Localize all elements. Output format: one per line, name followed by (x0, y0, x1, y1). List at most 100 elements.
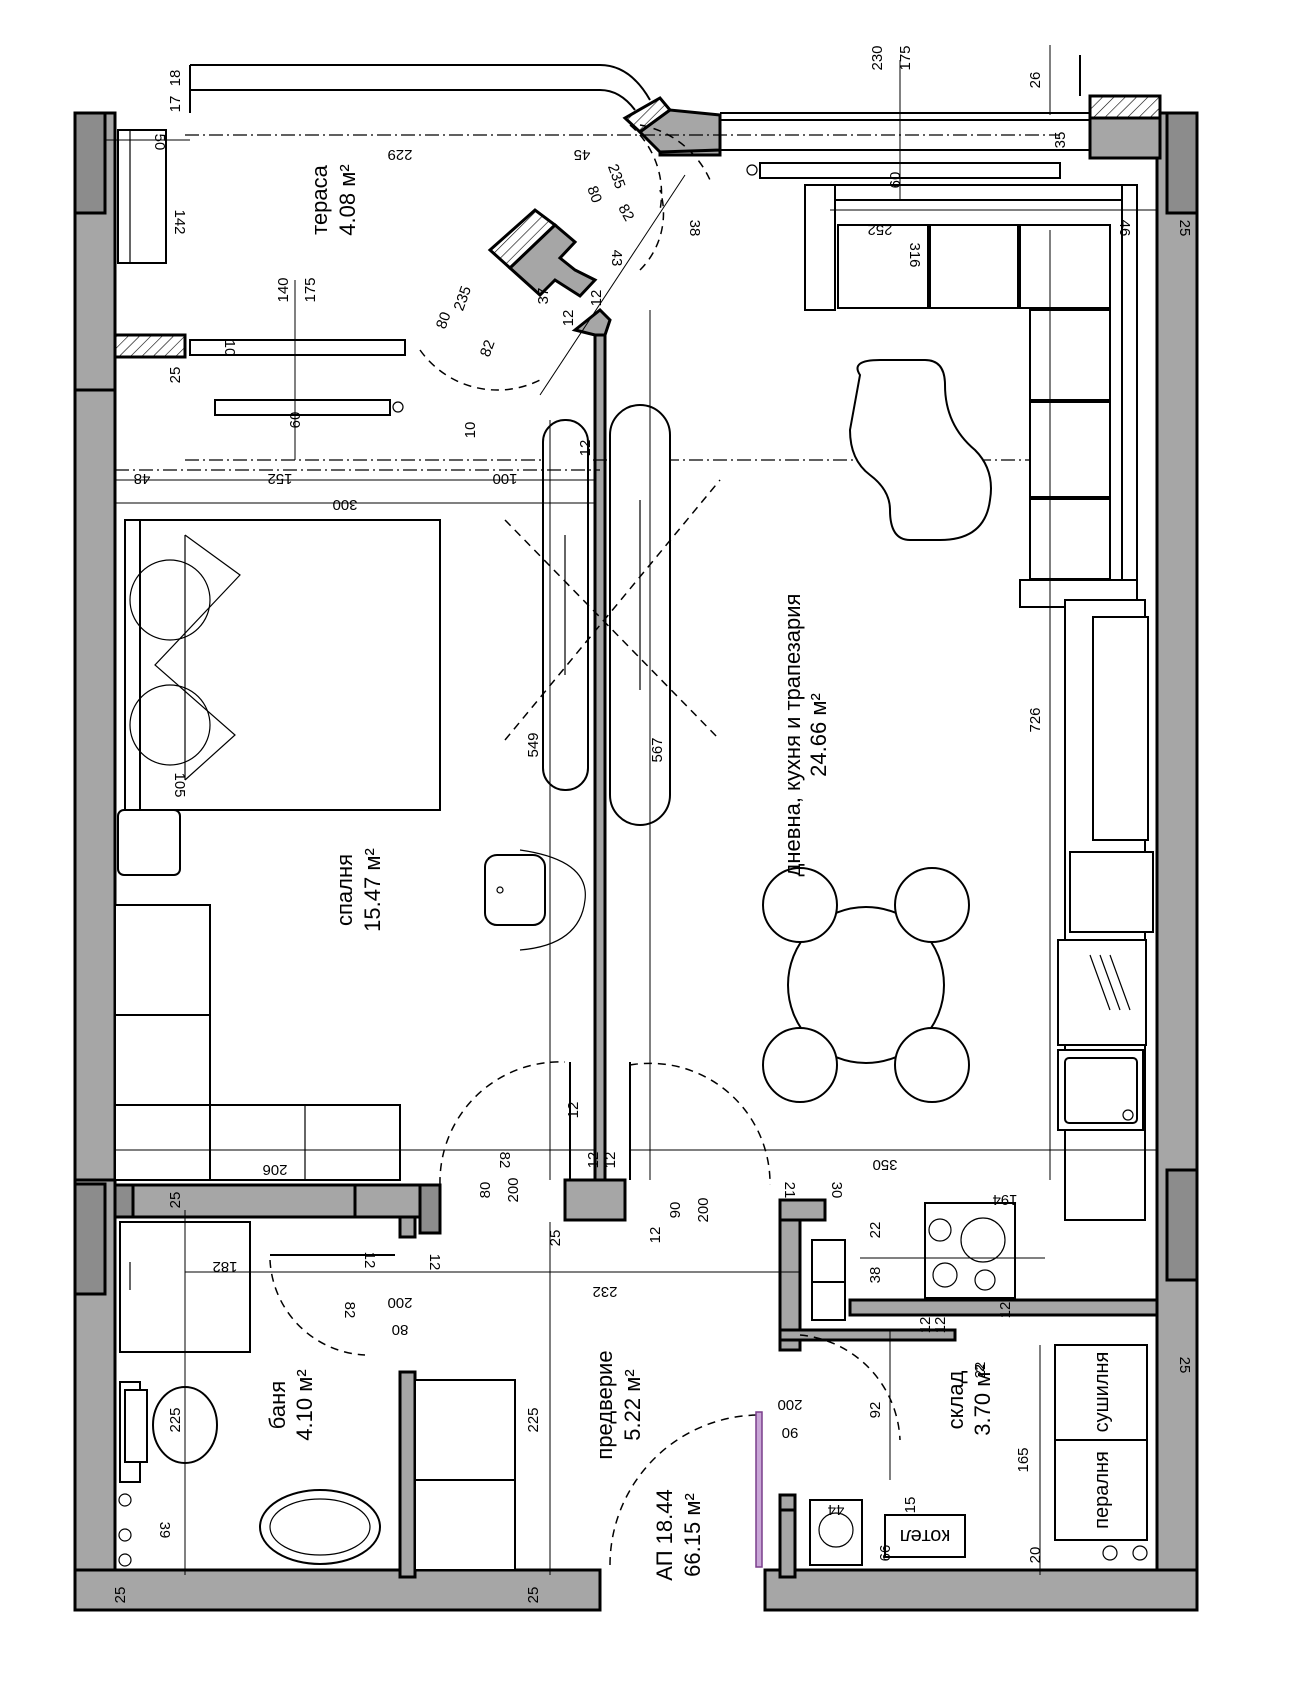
nightstand[interactable] (117, 809, 181, 876)
dim-25-c: 25 (547, 1230, 564, 1247)
apartment-name: АП 18.44 (652, 1489, 677, 1580)
dining-chair-2[interactable] (894, 867, 970, 943)
dim-35: 35 (1052, 132, 1069, 149)
dim-90-b: 90 (782, 1424, 799, 1441)
bathroom: баня 4.10 м² (118, 1221, 381, 1567)
wardrobe-2[interactable] (114, 1014, 211, 1106)
terrace-bench[interactable] (214, 399, 391, 416)
dim-66: 66 (877, 1545, 894, 1562)
dim-26: 26 (1027, 72, 1044, 89)
terrace-parapet-right (1088, 94, 1162, 120)
dim-17: 17 (167, 96, 184, 113)
dim-43: 43 (608, 250, 625, 267)
washer[interactable] (1054, 1439, 1148, 1541)
living-kitchen: дневна, кухня и трапезария 24.66 м² (504, 184, 1154, 1321)
dining-chair-3[interactable] (762, 1027, 838, 1103)
dim-48: 48 (134, 470, 151, 487)
coffee-table[interactable] (848, 359, 992, 541)
dim-182: 182 (212, 1258, 237, 1275)
living-name: дневна, кухня и трапезария (780, 594, 805, 877)
sofa-cushion-6[interactable] (1029, 498, 1111, 580)
dim-229: 229 (387, 146, 412, 163)
wall-kitchen-storage-top (778, 1198, 827, 1222)
dim-12-f: 12 (602, 1152, 619, 1169)
dim-152: 152 (267, 470, 292, 487)
interior-walls (113, 96, 1159, 1579)
dim-80-a: 80 (583, 184, 605, 205)
kitchen-drawer-2[interactable] (811, 1281, 846, 1321)
dim-12-g: 12 (647, 1227, 664, 1244)
toilet-tank (124, 1389, 148, 1463)
dim-350: 350 (872, 1156, 897, 1173)
dining-table[interactable] (787, 906, 945, 1064)
sofa-cushion-5[interactable] (1029, 401, 1111, 498)
hall-cabinet-1[interactable] (414, 1379, 516, 1481)
dim-194: 194 (992, 1191, 1017, 1208)
kitchen-sink-basin[interactable] (1064, 1057, 1138, 1124)
wardrobe-1[interactable] (114, 904, 211, 1016)
sofa-cushion-3[interactable] (1019, 224, 1111, 309)
sofa-cushion-4[interactable] (1029, 309, 1111, 401)
dimension-labels: 17 18 50 229 45 235 80 142 140 175 10 25… (112, 45, 1193, 1603)
wall-right-column-top (1165, 111, 1199, 215)
dim-80-b: 80 (433, 310, 455, 331)
dim-200-b: 200 (695, 1197, 712, 1222)
bedroom-name: спалня (332, 854, 357, 926)
dim-726: 726 (1027, 707, 1044, 732)
dim-38-b: 38 (867, 1267, 884, 1284)
terrace-cabinet[interactable] (117, 129, 167, 264)
dryer[interactable] (1054, 1344, 1148, 1441)
dim-45: 45 (574, 146, 591, 163)
desk-chair[interactable] (484, 854, 546, 926)
diagonal-wall-top (637, 108, 722, 154)
terrace-radiator (189, 339, 406, 356)
kitchen-dishwasher[interactable] (1057, 939, 1147, 1046)
dim-25-g: 25 (525, 1587, 542, 1604)
dim-82-d: 82 (341, 1302, 358, 1319)
boiler-box[interactable] (884, 1514, 966, 1558)
sofa-back-top[interactable] (804, 184, 1138, 201)
dim-567: 567 (649, 737, 666, 762)
kitchen-stove[interactable] (924, 1202, 1016, 1299)
dim-300: 300 (332, 496, 357, 513)
sofa-cushion-1[interactable] (837, 224, 929, 309)
terrace-area: 4.08 м² (335, 164, 360, 235)
wardrobe-3[interactable] (114, 1104, 211, 1181)
wall-bottom-right (763, 1568, 1199, 1612)
terrace-parapet-left (113, 333, 187, 359)
sofa-back-right[interactable] (1121, 184, 1138, 581)
bed[interactable] (124, 519, 441, 811)
dim-142: 142 (171, 209, 188, 234)
bath-area: 4.10 м² (292, 1369, 317, 1440)
dim-39: 39 (156, 1522, 173, 1539)
dim-38-a: 38 (686, 220, 703, 237)
dim-21: 21 (781, 1182, 798, 1199)
terrace-railing (189, 55, 1090, 151)
sofa-cushion-2[interactable] (929, 224, 1019, 309)
entrance-door[interactable] (755, 1411, 763, 1568)
wall-bedroom-stub (418, 1183, 442, 1235)
dining-chair-4[interactable] (894, 1027, 970, 1103)
dim-225-a: 225 (167, 1407, 184, 1432)
wall-left-column-mid (73, 1182, 107, 1296)
dim-82-b: 82 (614, 201, 637, 224)
dim-200-a: 200 (505, 1177, 522, 1202)
washer-label: пералня (1091, 1451, 1113, 1529)
dim-235-b: 235 (451, 284, 476, 313)
sofa-frame[interactable] (804, 184, 836, 311)
dim-252: 252 (867, 221, 892, 238)
kitchen-fridge[interactable] (1069, 851, 1154, 933)
kitchen-sink-long[interactable] (1092, 616, 1149, 841)
dim-12-i: 12 (426, 1254, 443, 1271)
wall-boiler-top (778, 1493, 797, 1512)
bedroom: спалня 15.47 м² (114, 469, 600, 1181)
dim-105: 105 (171, 772, 188, 797)
dining-chair-1[interactable] (762, 867, 838, 943)
hall: предверие 5.22 м² АП 18.44 66.15 м² (414, 1350, 705, 1581)
hall-cabinet-2[interactable] (414, 1479, 516, 1571)
bathtub[interactable] (259, 1489, 381, 1565)
dim-22-b: 22 (972, 1362, 989, 1379)
dim-18: 18 (167, 70, 184, 87)
dim-10-a: 10 (221, 340, 238, 357)
dim-60-a: 60 (287, 412, 304, 429)
